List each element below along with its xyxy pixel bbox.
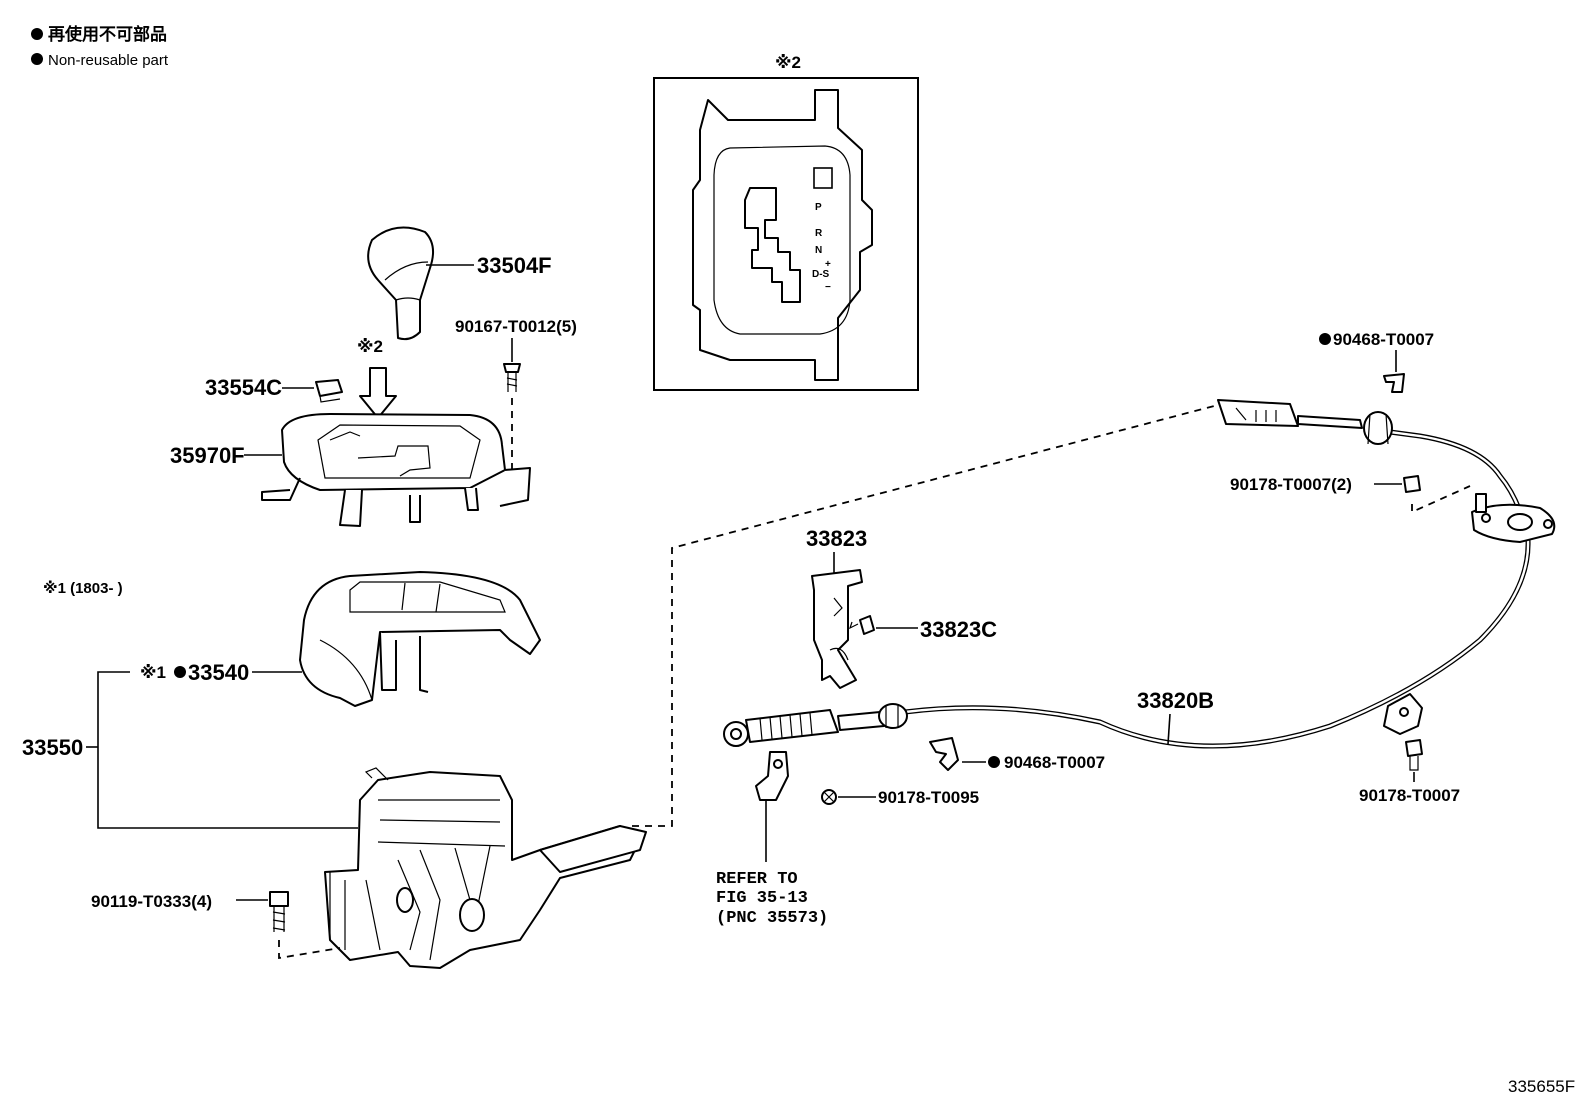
bolt-icon — [269, 891, 289, 907]
label-33540-prefix: ※1 — [140, 663, 166, 682]
label-90167: 90167-T0012(5) — [455, 317, 577, 336]
legend: 再使用不可部品 Non-reusable part — [31, 24, 169, 69]
cover-33540 — [299, 571, 541, 707]
shift-lever-cover — [299, 571, 541, 707]
nut-icon — [1403, 475, 1421, 493]
control-cable — [904, 429, 1531, 749]
gate-label-n: N — [815, 245, 822, 256]
label-33504F: 33504F — [477, 253, 552, 278]
clip-90468-mid: 90468-T0007 — [929, 737, 1105, 772]
label-33554C: 33554C — [205, 375, 282, 400]
label-90178-2: 90178-T0007(2) — [1230, 475, 1352, 494]
indicator-housing — [281, 413, 506, 491]
cable-end-boot — [745, 709, 839, 743]
nut-90178-T0095: 90178-T0095 — [821, 788, 979, 807]
bracket-33823: 33823 — [806, 526, 867, 689]
gate-label-plus: + — [825, 259, 831, 270]
down-arrow-icon — [359, 367, 397, 419]
inset-reference-arrow: ※2 — [357, 337, 397, 419]
legend-english: Non-reusable part — [48, 52, 169, 69]
non-reusable-marker-icon — [174, 666, 186, 678]
label-90468-mid: 90468-T0007 — [1004, 753, 1105, 772]
refer-line-1: REFER TO — [716, 870, 798, 889]
cable-reference-dashline — [632, 405, 1215, 827]
cable-clip-refer: REFER TO FIG 35-13 (PNC 35573) — [716, 751, 828, 928]
gate-inner-frame — [713, 145, 851, 335]
inset-frame — [653, 77, 919, 391]
legend-japanese: 再使用不可部品 — [48, 24, 167, 44]
label-90178-T0095: 90178-T0095 — [878, 788, 979, 807]
clip-icon — [315, 379, 343, 397]
gate-label-p: P — [815, 202, 822, 213]
gate-bezel — [692, 89, 873, 381]
bracket-33550: 33550 — [22, 671, 358, 829]
screw-icon — [859, 615, 875, 635]
label-90468-top: 90468-T0007 — [1333, 330, 1434, 349]
clip-33554C: 33554C — [205, 375, 343, 403]
nut-90178-bottom: 90178-T0007 — [1359, 739, 1460, 805]
label-33823C: 33823C — [920, 617, 997, 642]
label-33820B: 33820B — [1137, 688, 1214, 713]
diagram-id: 335655F — [1508, 1077, 1575, 1096]
bolt-90119: 90119-T0333(4) — [91, 891, 341, 960]
shift-knob-33504F: 33504F — [367, 226, 552, 341]
cable-bracket — [811, 569, 863, 689]
inset-title: ※2 — [775, 53, 801, 72]
shift-lever-assembly — [324, 652, 647, 969]
non-reusable-marker-icon — [31, 53, 43, 65]
screw-icon — [503, 363, 521, 373]
label-33823: 33823 — [806, 526, 867, 551]
gate-label-ds: D-S — [812, 269, 830, 280]
p-indicator-box — [813, 167, 833, 189]
gate-label-r: R — [815, 228, 823, 239]
label-35970F: 35970F — [170, 443, 245, 468]
label-33550: 33550 — [22, 735, 83, 760]
cable-clip — [755, 751, 789, 801]
gate-slot — [744, 187, 801, 303]
nut-icon — [1405, 739, 1423, 757]
nut-90178-2: 90178-T0007(2) — [1230, 475, 1471, 514]
label-90178-bottom: 90178-T0007 — [1359, 786, 1460, 805]
non-reusable-marker-icon — [988, 756, 1000, 768]
refer-line-2: FIG 35-13 — [716, 889, 808, 908]
star1-range-note: ※1 (1803- ) — [43, 579, 123, 597]
star2-note: ※2 — [357, 337, 383, 356]
label-90119: 90119-T0333(4) — [91, 892, 212, 911]
refer-line-3: (PNC 35573) — [716, 909, 828, 928]
shift-gate-inset: ※2 P R N D-S + − — [653, 53, 919, 391]
indicator-housing-35970F: 35970F — [170, 413, 531, 527]
gate-label-minus: − — [825, 282, 831, 293]
clip-90468-top: 90468-T0007 — [1319, 330, 1434, 393]
clip-icon — [1383, 373, 1405, 393]
non-reusable-marker-icon — [1319, 333, 1331, 345]
cable-upper-end — [1217, 399, 1299, 427]
clip-33823C: 33823C — [848, 615, 997, 642]
screw-90167: 90167-T0012(5) — [455, 317, 577, 490]
shift-knob — [367, 226, 435, 341]
label-33540: 33540 — [188, 660, 249, 685]
non-reusable-marker-icon — [31, 28, 43, 40]
clip-icon — [929, 737, 959, 771]
cable-33820B: 33820B — [723, 399, 1556, 749]
shift-base-housing — [324, 771, 641, 969]
